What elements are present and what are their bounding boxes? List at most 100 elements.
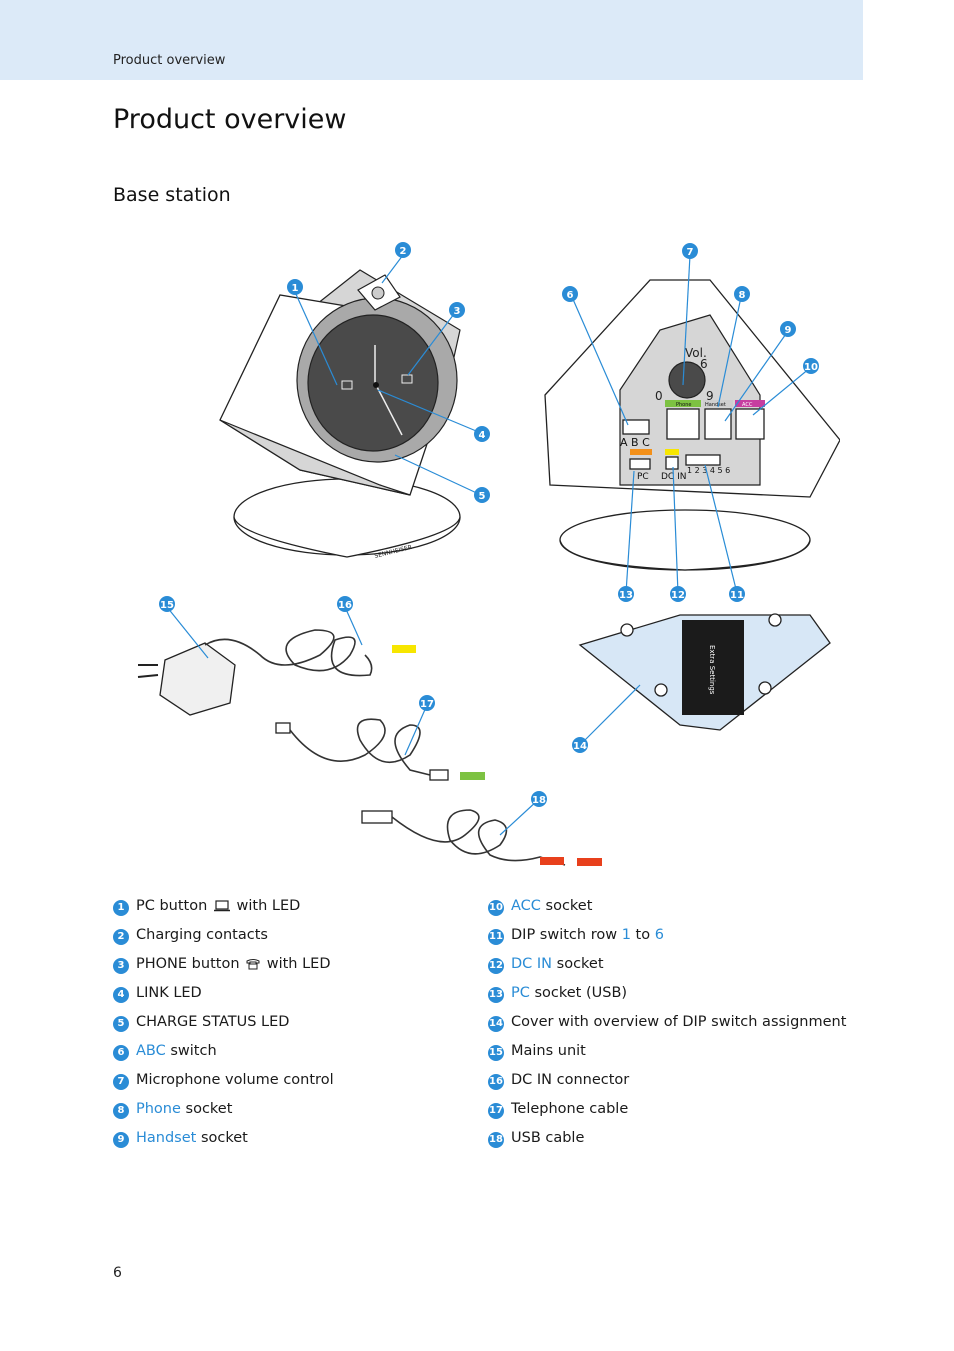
legend-item: 18 USB cable <box>488 1130 846 1159</box>
phone-socket <box>666 408 700 440</box>
legend-item: 6 ABC switch <box>113 1043 334 1072</box>
mains-unit <box>137 629 416 716</box>
legend-number: 4 <box>113 987 129 1003</box>
svg-text:Extra Settings: Extra Settings <box>708 645 716 695</box>
front-phone-button-icon <box>401 374 413 384</box>
acc-socket <box>735 408 765 440</box>
front-pc-button-icon <box>341 380 353 390</box>
legend-item: 9 Handset socket <box>113 1130 334 1159</box>
legend-right: 10 ACC socket 11 DIP switch row 1 to 6 1… <box>488 898 846 1159</box>
svg-text:6: 6 <box>567 290 574 301</box>
legend-text: ABC switch <box>136 1043 217 1059</box>
legend-item: 1 PC button with LED <box>113 898 334 927</box>
legend-item: 2 Charging contacts <box>113 927 334 956</box>
legend-number: 9 <box>113 1132 129 1148</box>
legend-item: 13 PC socket (USB) <box>488 985 846 1014</box>
svg-text:9: 9 <box>706 389 714 403</box>
legend-text: Mains unit <box>511 1043 586 1059</box>
callout-4: 4 <box>474 426 490 442</box>
legend-text: Handset socket <box>136 1130 248 1146</box>
legend-number: 13 <box>488 987 504 1003</box>
legend-number: 11 <box>488 929 504 945</box>
svg-text:3: 3 <box>454 306 461 317</box>
running-head: Product overview <box>113 53 226 68</box>
callout-2: 2 <box>395 242 411 258</box>
legend-text: PC button with LED <box>136 898 301 914</box>
laptop-icon <box>213 900 230 912</box>
page-number: 6 <box>113 1265 122 1281</box>
svg-text:Handset: Handset <box>705 402 726 408</box>
svg-text:12: 12 <box>671 590 685 601</box>
legend-left: 1 PC button with LED 2 Charging contacts… <box>113 898 334 1159</box>
legend-text: PHONE button with LED <box>136 956 331 972</box>
svg-text:4: 4 <box>479 430 486 441</box>
legend-number: 18 <box>488 1132 504 1148</box>
legend-number: 8 <box>113 1103 129 1119</box>
svg-text:Phone: Phone <box>676 402 692 408</box>
legend-text: DIP switch row 1 to 6 <box>511 927 664 943</box>
svg-text:16: 16 <box>338 600 352 611</box>
legend-number: 7 <box>113 1074 129 1090</box>
legend-item: 8 Phone socket <box>113 1101 334 1130</box>
legend-text: ACC socket <box>511 898 593 914</box>
svg-text:ACC: ACC <box>742 402 753 408</box>
usb-cable <box>361 809 602 866</box>
page-title: Product overview <box>113 104 347 135</box>
callout-11: 11 <box>729 586 745 602</box>
svg-text:8: 8 <box>739 290 746 301</box>
legend-text: Telephone cable <box>511 1101 629 1117</box>
svg-text:13: 13 <box>619 590 633 601</box>
legend-number: 17 <box>488 1103 504 1119</box>
callout-8: 8 <box>734 286 750 302</box>
svg-text:18: 18 <box>532 795 546 806</box>
legend-text: CHARGE STATUS LED <box>136 1014 290 1030</box>
callout-12: 12 <box>670 586 686 602</box>
handset-socket <box>704 408 732 440</box>
callout-18: 18 <box>531 791 547 807</box>
svg-text:7: 7 <box>687 247 694 258</box>
legend-text: Cover with overview of DIP switch assign… <box>511 1014 847 1030</box>
svg-text:0: 0 <box>655 389 663 403</box>
svg-text:2: 2 <box>400 246 407 257</box>
svg-text:1: 1 <box>292 283 299 294</box>
legend-text: DC IN socket <box>511 956 604 972</box>
legend-number: 6 <box>113 1045 129 1061</box>
product-figure: SENNHEISER Vol. 0 6 9 Phone Handset ACC … <box>137 242 840 866</box>
telephone-cable <box>275 718 485 781</box>
legend-text: PC socket (USB) <box>511 985 628 1001</box>
abc-switch <box>622 419 650 435</box>
svg-text:17: 17 <box>420 699 434 710</box>
callout-15: 15 <box>159 596 175 612</box>
callout-5: 5 <box>474 487 490 503</box>
dcin-socket <box>665 456 679 470</box>
leader-lines <box>166 254 811 836</box>
callout-9: 9 <box>780 321 796 337</box>
rear-base-station: Vol. 0 6 9 Phone Handset ACC A B C PC DC… <box>544 279 840 571</box>
callout-6: 6 <box>562 286 578 302</box>
legend-item: 4 LINK LED <box>113 985 334 1014</box>
front-base-station: SENNHEISER <box>219 269 461 560</box>
svg-text:A B C: A B C <box>620 436 650 449</box>
svg-text:10: 10 <box>804 362 818 373</box>
legend-text: DC IN connector <box>511 1072 630 1088</box>
legend-number: 5 <box>113 1016 129 1032</box>
volume-dial <box>668 361 706 399</box>
dip-cover: Extra Settings <box>578 613 831 731</box>
svg-text:15: 15 <box>160 600 174 611</box>
svg-text:11: 11 <box>730 590 744 601</box>
legend-number: 14 <box>488 1016 504 1032</box>
legend-item: 10 ACC socket <box>488 898 846 927</box>
legend-number: 12 <box>488 958 504 974</box>
legend-item: 5 CHARGE STATUS LED <box>113 1014 334 1043</box>
legend-number: 3 <box>113 958 129 974</box>
legend-text: USB cable <box>511 1130 585 1146</box>
front-dial-face <box>307 314 439 452</box>
callout-10: 10 <box>803 358 819 374</box>
svg-text:14: 14 <box>573 741 587 752</box>
svg-text:5: 5 <box>479 491 486 502</box>
svg-text:6: 6 <box>700 357 708 371</box>
svg-text:PC: PC <box>637 472 649 482</box>
legend-item: 12 DC IN socket <box>488 956 846 985</box>
callout-3: 3 <box>449 302 465 318</box>
legend-item: 7 Microphone volume control <box>113 1072 334 1101</box>
